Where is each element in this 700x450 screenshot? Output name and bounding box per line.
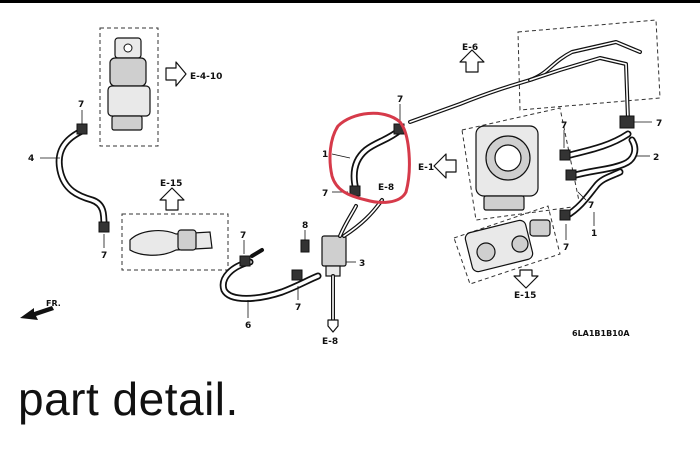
label-7e: 7 xyxy=(322,189,328,199)
label-6: 6 xyxy=(245,321,251,331)
egr-flange xyxy=(111,115,143,131)
e8-bottom-arrow xyxy=(327,319,339,333)
joint-3 xyxy=(321,235,347,267)
red-highlight-outline xyxy=(328,111,411,204)
label-2: 2 xyxy=(653,153,659,163)
highlight-group: 1 7 7 E-8 xyxy=(322,95,411,238)
e1-ref-arrow xyxy=(433,153,457,179)
caption-text: part detail. xyxy=(18,373,239,425)
label-7c: 7 xyxy=(240,231,246,241)
throttle-body-group: E-1 xyxy=(418,107,581,221)
e15-box-group: E-15 xyxy=(121,179,229,271)
label-7b: 7 xyxy=(101,251,107,261)
bolt-8 xyxy=(300,239,310,253)
egr-valve-group: E-4-10 xyxy=(99,27,222,147)
label-3: 3 xyxy=(359,259,365,269)
clamp-4a xyxy=(76,123,88,135)
top-border xyxy=(0,0,700,3)
hose-4-group: 4 7 7 xyxy=(28,100,110,261)
label-7d: 7 xyxy=(295,303,301,313)
e15-nipple xyxy=(177,229,197,251)
e6-ref-arrow xyxy=(459,49,485,73)
hose-6-group: 6 7 7 xyxy=(219,231,322,331)
front-label: FR. xyxy=(46,299,61,308)
e8-bottom-label: E-8 xyxy=(322,337,338,347)
label-1: 1 xyxy=(591,229,597,239)
clamp-top-right xyxy=(619,115,635,129)
egr-box xyxy=(99,27,159,147)
water-outlet-neck xyxy=(529,219,551,237)
front-arrow-icon xyxy=(20,306,54,320)
highlighted-hose xyxy=(350,126,404,194)
top-pipe-box xyxy=(517,19,661,111)
top-pipe-group: E-6 7 xyxy=(408,19,662,129)
label-7a: 7 xyxy=(78,100,84,110)
egr-body xyxy=(109,57,147,87)
front-indicator: FR. xyxy=(20,299,61,320)
e15-br-arrow xyxy=(513,269,539,289)
egr-ref-label: E-4-10 xyxy=(190,72,222,82)
diagram-code: 6LA1B1B10A xyxy=(572,329,630,338)
label-7f: 7 xyxy=(397,95,403,105)
right-hoses-group: 7 2 1 7 7 xyxy=(559,121,659,253)
clamp-4b xyxy=(98,221,110,233)
water-outlet-group: E-15 xyxy=(453,205,561,301)
e15-ref-label: E-15 xyxy=(160,179,182,189)
label-7g: 7 xyxy=(656,119,662,129)
parts-diagram: E-4-10 4 7 7 E-15 6 7 7 xyxy=(20,19,662,347)
egr-base xyxy=(107,85,151,117)
clamp-r-a xyxy=(559,149,571,161)
e15-br-label: E-15 xyxy=(514,291,536,301)
clamp-6a xyxy=(239,255,251,267)
label-1-highlight: 1 xyxy=(322,150,328,160)
clamp-6b xyxy=(291,269,303,281)
label-7h: 7 xyxy=(561,121,567,131)
egr-ref-arrow xyxy=(165,61,187,87)
label-7i: 7 xyxy=(563,243,569,253)
clamp-r-b xyxy=(565,169,577,181)
label-7j: 7 xyxy=(588,201,594,211)
label-4: 4 xyxy=(28,154,34,164)
water-outlet-box xyxy=(453,205,561,285)
throttle-base xyxy=(483,195,525,211)
throttle-box xyxy=(461,107,581,221)
clamp-r-c xyxy=(559,209,571,221)
e15-part xyxy=(129,230,213,256)
e8-highlight-label: E-8 xyxy=(378,183,394,193)
e15-ref-arrow xyxy=(159,187,185,211)
joint-3-group: E-8 3 8 xyxy=(300,221,365,347)
egr-connector xyxy=(123,43,133,53)
e6-ref-label: E-6 xyxy=(462,43,478,53)
label-8: 8 xyxy=(302,221,308,231)
e1-ref-label: E-1 xyxy=(418,163,434,173)
